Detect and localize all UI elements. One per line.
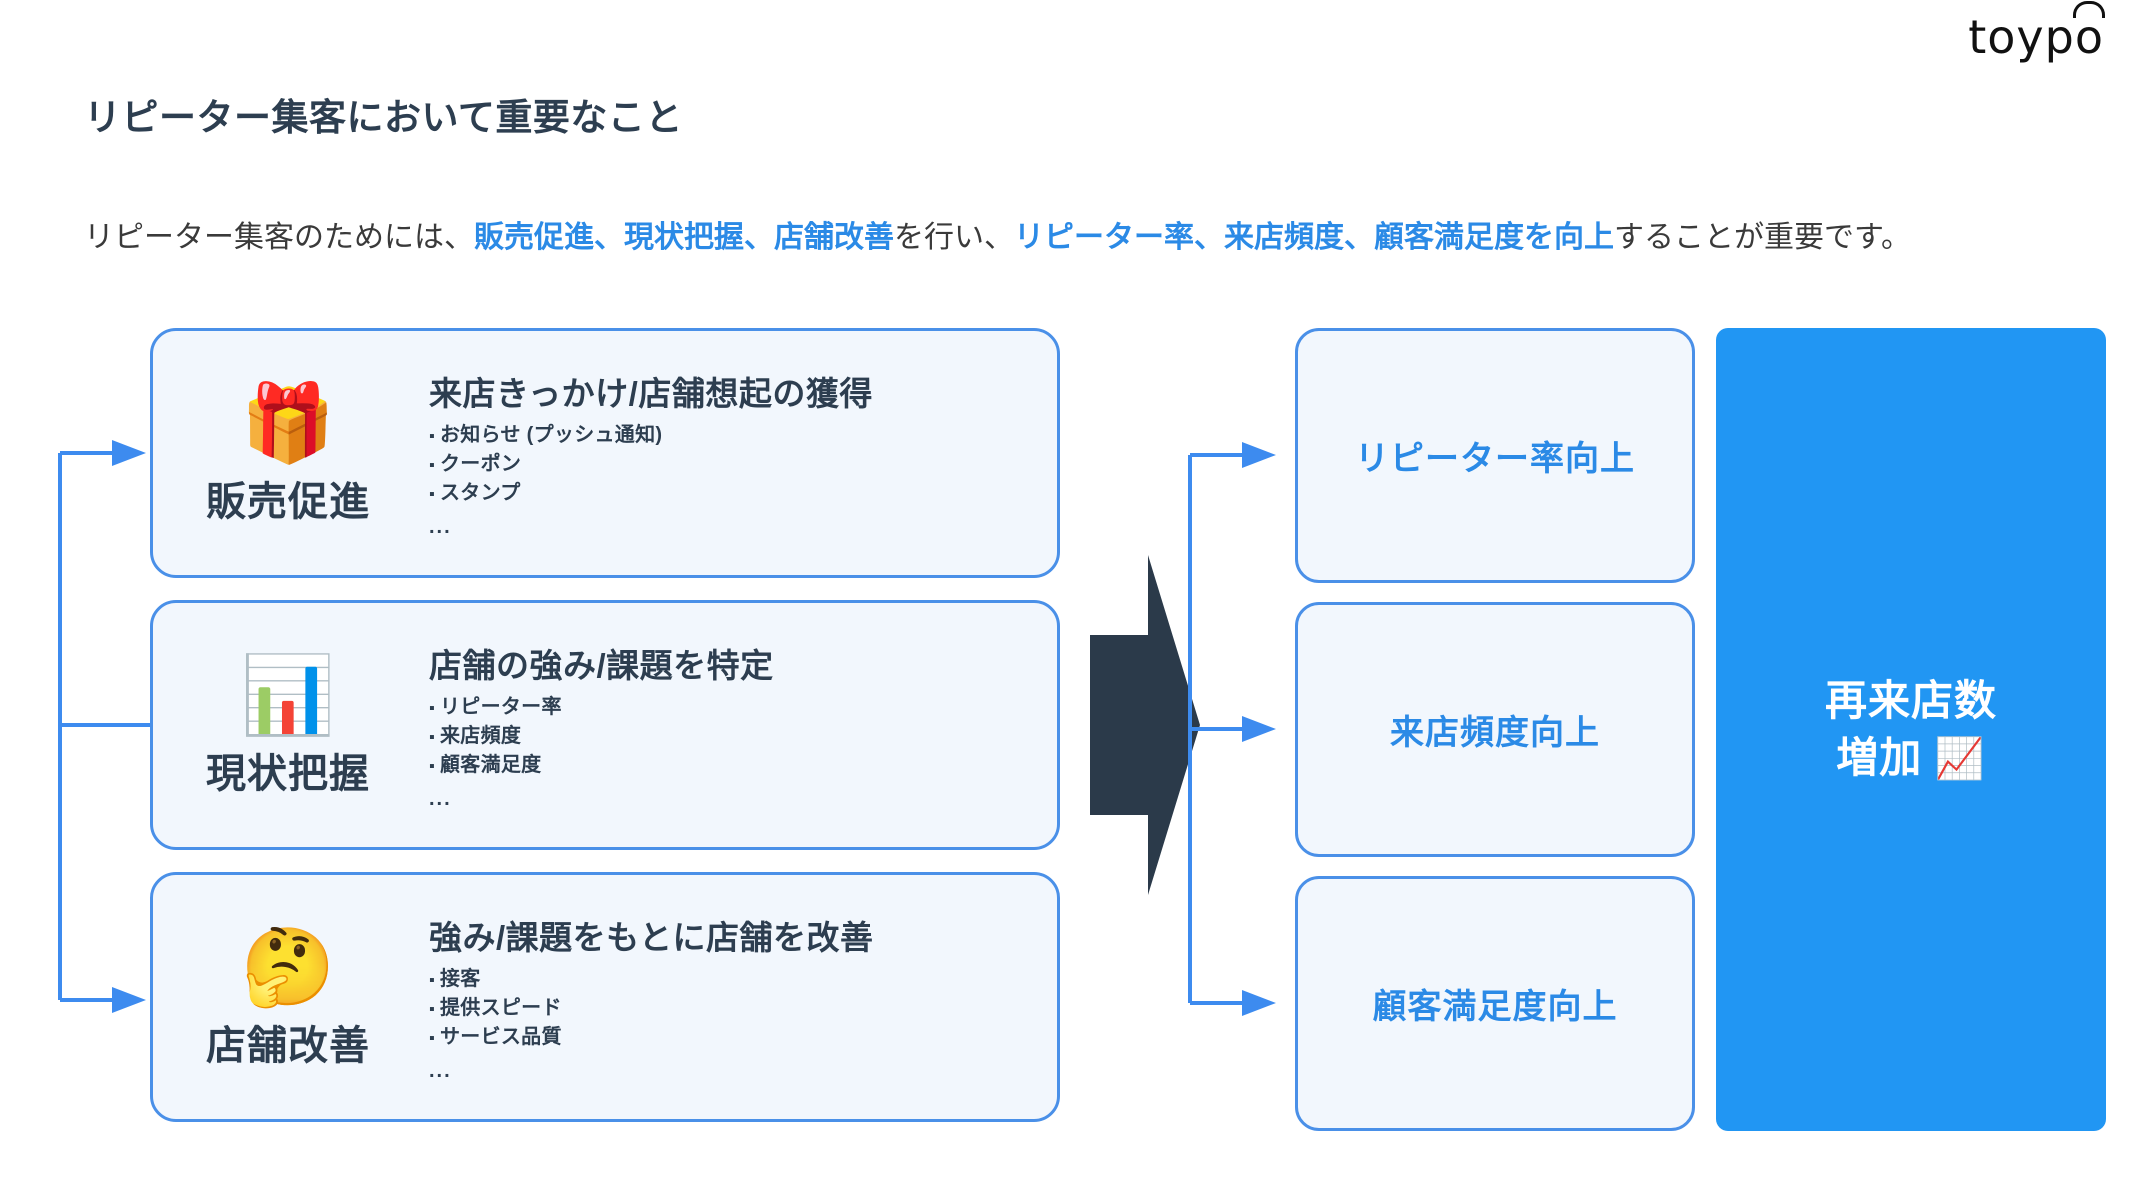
action-card-identity: 📊 現状把握 — [153, 651, 423, 799]
right-bracket-connector — [1188, 442, 1276, 1016]
arrowhead-to-outcome-3 — [1242, 990, 1276, 1016]
list-item: サービス品質 — [429, 1023, 1037, 1052]
action-more-ellipsis: ... — [429, 516, 452, 538]
action-card-status-grasp[interactable]: 📊 現状把握 店舗の強み/課題を特定 リピーター率 来店頻度 顧客満足度 ... — [150, 600, 1060, 850]
arrowhead-to-card-1 — [112, 440, 146, 466]
final-result-panel[interactable]: 再来店数 増加 📈 — [1716, 328, 2106, 1131]
final-line-2: 増加 — [1836, 733, 1923, 781]
action-card-heading: 店舗の強み/課題を特定 — [429, 647, 774, 684]
action-card-details: 来店きっかけ/店舗想起の獲得 お知らせ (プッシュ通知) クーポン スタンプ .… — [423, 367, 1057, 539]
outcome-label: 顧客満足度向上 — [1372, 988, 1618, 1026]
list-item: 接客 — [429, 965, 1037, 994]
action-card-heading: 強み/課題をもとに店舗を改善 — [429, 919, 874, 956]
arrowhead-to-outcome-1 — [1242, 442, 1276, 468]
page-title: リピーター集客において重要なこと — [84, 96, 683, 138]
action-card-details: 強み/課題をもとに店舗を改善 接客 提供スピード サービス品質 ... — [423, 911, 1057, 1083]
action-category-label: 店舗改善 — [206, 1024, 370, 1068]
action-bullet-list: 接客 提供スピード サービス品質 — [429, 965, 1037, 1052]
flow-arrow-right-icon — [1090, 555, 1200, 895]
action-card-heading: 来店きっかけ/店舗想起の獲得 — [429, 375, 873, 412]
arrowhead-to-outcome-2 — [1242, 716, 1276, 742]
lede-highlight-actions: 販売促進、現状把握、店舗改善 — [474, 221, 894, 254]
flow-diagram: 🎁 販売促進 来店きっかけ/店舗想起の獲得 お知らせ (プッシュ通知) クーポン… — [0, 310, 2136, 1190]
action-card-sales-promotion[interactable]: 🎁 販売促進 来店きっかけ/店舗想起の獲得 お知らせ (プッシュ通知) クーポン… — [150, 328, 1060, 578]
thinking-face-emoji: 🤔 — [240, 922, 336, 1011]
outcome-label: リピーター率向上 — [1355, 440, 1635, 478]
logo-text-o: o — [2074, 10, 2104, 64]
arrowhead-to-card-3 — [112, 987, 146, 1013]
chart-increasing-emoji: 📈 — [1934, 735, 1986, 782]
action-more-ellipsis: ... — [429, 788, 452, 810]
logo-text: toyp — [1968, 10, 2075, 64]
action-card-details: 店舗の強み/課題を特定 リピーター率 来店頻度 顧客満足度 ... — [423, 639, 1057, 811]
outcome-box-visit-frequency[interactable]: 来店頻度向上 — [1295, 602, 1695, 857]
logo-arc-icon — [2073, 1, 2106, 18]
final-result-text: 再来店数 増加 📈 — [1825, 673, 1997, 786]
list-item: 提供スピード — [429, 994, 1037, 1023]
lede-segment-2: を行い、 — [894, 221, 1014, 254]
lede-highlight-outcomes: リピーター率、来店頻度、顧客満足度を向上 — [1014, 221, 1614, 254]
action-bullet-list: お知らせ (プッシュ通知) クーポン スタンプ — [429, 421, 1037, 508]
action-category-label: 現状把握 — [206, 752, 370, 796]
bar-chart-emoji: 📊 — [240, 650, 336, 739]
action-bullet-list: リピーター率 来店頻度 顧客満足度 — [429, 693, 1037, 780]
action-more-ellipsis: ... — [429, 1060, 452, 1082]
outcome-box-repeat-rate[interactable]: リピーター率向上 — [1295, 328, 1695, 583]
list-item: リピーター率 — [429, 693, 1037, 722]
list-item: 顧客満足度 — [429, 751, 1037, 780]
lede-paragraph: リピーター集客のためには、販売促進、現状把握、店舗改善を行い、リピーター率、来店… — [84, 215, 2044, 261]
action-card-identity: 🎁 販売促進 — [153, 379, 423, 527]
action-category-label: 販売促進 — [206, 480, 370, 524]
list-item: 来店頻度 — [429, 722, 1037, 751]
logo-arc-o: o — [2073, 1, 2106, 60]
final-line-2-wrap: 増加 📈 — [1825, 730, 1997, 787]
list-item: お知らせ (プッシュ通知) — [429, 421, 1037, 450]
left-bracket-connector — [58, 440, 150, 1013]
lede-segment-1: リピーター集客のためには、 — [84, 221, 474, 254]
action-card-identity: 🤔 店舗改善 — [153, 923, 423, 1071]
list-item: クーポン — [429, 450, 1037, 479]
lede-segment-3: することが重要です。 — [1614, 221, 1911, 254]
final-line-1: 再来店数 — [1824, 676, 1997, 724]
list-item: スタンプ — [429, 479, 1037, 508]
outcome-label: 来店頻度向上 — [1390, 714, 1600, 752]
gift-emoji: 🎁 — [240, 378, 336, 467]
action-card-store-improvement[interactable]: 🤔 店舗改善 強み/課題をもとに店舗を改善 接客 提供スピード サービス品質 .… — [150, 872, 1060, 1122]
outcome-box-customer-satisfaction[interactable]: 顧客満足度向上 — [1295, 876, 1695, 1131]
